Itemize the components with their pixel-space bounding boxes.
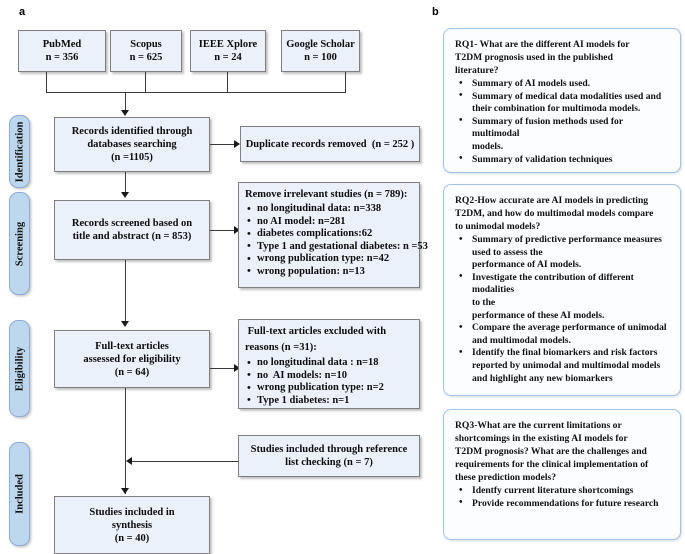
arrow-to-synthesis — [121, 488, 129, 494]
connector-fulltext-synthesis — [125, 388, 126, 494]
rq1-list: Summary of AI models used. Summary of me… — [455, 78, 670, 166]
list-item: Summary of AI models used. — [455, 78, 670, 91]
synthesis-line2: synthesis — [111, 519, 153, 531]
source-name: Scopus — [130, 39, 162, 50]
source-name: Google Scholar — [286, 39, 355, 50]
connector-identified-screened — [125, 172, 126, 195]
records-screened-line1: Records screened based on — [71, 218, 193, 229]
records-identified-line2: databases searching — [87, 139, 177, 150]
fulltext-count: (n = 64) — [114, 366, 150, 378]
research-question-box-rq3[interactable]: RQ3-What are the current limitations or … — [443, 409, 681, 540]
list-item: Summary of medical data modalities used … — [455, 90, 670, 116]
excluded-header-line2: reasons (n =31): — [245, 342, 317, 353]
rq2-question: RQ2-How accurate are AI models in predic… — [455, 195, 654, 232]
stage-label: Eligibility — [14, 346, 25, 391]
box-irrelevant-excluded[interactable]: Remove irrelevant studies (n = 789): no … — [238, 182, 428, 288]
source-count: n = 625 — [129, 52, 163, 63]
source-box-google-scholar[interactable]: Google Scholar n = 100 — [281, 30, 360, 72]
rq2-list: Summary of predictive performance measur… — [455, 234, 670, 385]
research-question-box-rq1[interactable]: RQ1- What are the different AI models fo… — [443, 28, 681, 173]
arrow-to-duplicates — [234, 140, 240, 148]
connector-fulltext-excluded — [210, 368, 236, 369]
stage-pill-included: Included — [9, 442, 30, 546]
list-item: Compare the average performance of unimo… — [455, 322, 670, 347]
excluded-list: no longitudinal data : n=18 no AI models… — [245, 357, 384, 407]
box-fulltext-assessed[interactable]: Full-text articles assessed for eligibil… — [54, 330, 210, 388]
records-screened-line2: title and abstract (n = 853) — [72, 231, 192, 242]
source-box-pubmed[interactable]: PubMed n = 356 — [18, 30, 106, 72]
connector-bus-down — [125, 92, 126, 112]
connector-sources-bus — [46, 92, 346, 93]
stage-pill-identification: Identification — [9, 115, 30, 188]
list-item: Type 1 and gestational diabetes: n =53 — [247, 240, 428, 254]
panel-b-label: b — [432, 6, 439, 18]
reference-list-line2: list checking (n = 7) — [285, 457, 373, 468]
list-item: Summary of fusion methods used for multi… — [455, 115, 670, 154]
source-count: n = 356 — [45, 52, 79, 63]
synthesis-count: (n = 40) — [114, 532, 150, 544]
stage-pill-screening: Screening — [9, 192, 30, 295]
arrow-to-identified — [121, 110, 129, 116]
connector-identified-duplicates — [210, 144, 236, 145]
arrow-to-screened — [121, 192, 129, 198]
connector-reference-to-trunk — [132, 461, 238, 462]
reference-list-line1: Studies included through reference — [250, 444, 408, 455]
list-item: diabetes complications:62 — [247, 228, 428, 241]
rq1-question: RQ1- What are the different AI models fo… — [455, 39, 630, 76]
box-duplicates-removed[interactable]: Duplicate records removed (n = 252 ) — [240, 126, 420, 162]
stage-label: Screening — [14, 221, 25, 266]
fulltext-line2: assessed for eligibility — [83, 353, 181, 365]
source-name: IEEE Xplore — [198, 39, 258, 50]
arrow-to-fulltext — [121, 321, 129, 327]
records-identified-line1: Records identified through — [71, 126, 193, 137]
list-item: no longitudinal data : n=18 — [247, 357, 384, 370]
connector-scopus-drop — [145, 72, 146, 92]
excluded-header-line1: Full-text articles excluded with — [245, 326, 387, 337]
fulltext-line1: Full-text articles — [95, 340, 169, 352]
list-item: wrong publication type: n=42 — [247, 253, 428, 266]
connector-screened-irrelevant — [210, 230, 236, 231]
box-reference-list-studies[interactable]: Studies included through reference list … — [238, 435, 420, 477]
list-item: Investigate the contribution of differen… — [455, 271, 670, 322]
connector-pubmed-drop — [46, 72, 47, 92]
list-item: no AI model: n=281 — [247, 215, 428, 229]
connector-ieee-drop — [227, 72, 228, 92]
panel-a-label: a — [19, 6, 26, 18]
arrow-to-excluded — [234, 364, 240, 372]
list-item: Identify the final biomarkers and risk f… — [455, 347, 670, 385]
source-count: n = 24 — [214, 52, 242, 63]
arrow-to-trunk — [126, 457, 132, 465]
stage-label: Included — [14, 474, 25, 514]
stage-label: Identification — [14, 121, 25, 182]
arrow-to-irrelevant — [234, 226, 240, 234]
stage-pill-eligibility: Eligibility — [9, 320, 30, 417]
source-count: n = 100 — [304, 52, 337, 63]
list-item: no longitudinal data: n=338 — [247, 203, 428, 216]
duplicates-text: Duplicate records removed (n = 252 ) — [245, 138, 415, 150]
list-item: Identfy current literature shortcomings — [455, 485, 670, 498]
research-question-box-rq2[interactable]: RQ2-How accurate are AI models in predic… — [443, 184, 681, 396]
box-fulltext-excluded[interactable]: Full-text articles excluded with reasons… — [238, 319, 420, 409]
source-box-scopus[interactable]: Scopus n = 625 — [110, 30, 182, 72]
box-studies-in-synthesis[interactable]: Studies included in synthesis (n = 40) — [54, 496, 210, 554]
connector-scholar-drop — [345, 72, 346, 92]
list-item: Type 1 diabetes: n=1 — [247, 394, 384, 408]
rq3-question: RQ3-What are the current limitations or … — [455, 420, 649, 483]
list-item: wrong population: n=13 — [247, 265, 428, 279]
source-box-ieee-xplore[interactable]: IEEE Xplore n = 24 — [190, 30, 266, 72]
connector-screened-fulltext — [125, 260, 126, 324]
box-records-screened[interactable]: Records screened based on title and abst… — [54, 200, 210, 260]
list-item: Summary of validation techniques — [455, 153, 670, 167]
synthesis-line1: Studies included in — [89, 506, 175, 518]
irrelevant-header: Remove irrelevant studies (n = 789): — [245, 189, 408, 200]
list-item: Provide recommendations for future resea… — [455, 497, 670, 511]
records-identified-count: (n =1105) — [111, 152, 153, 163]
irrelevant-list: no longitudinal data: n=338 no AI model:… — [245, 203, 428, 279]
list-item: Summary of predictive performance measur… — [455, 234, 670, 272]
rq3-list: Identfy current literature shortcomings … — [455, 485, 670, 510]
source-name: PubMed — [42, 39, 82, 50]
list-item: no AI models: n=10 — [247, 369, 384, 383]
list-item: wrong publication type: n=2 — [247, 382, 384, 395]
box-records-identified[interactable]: Records identified through databases sea… — [54, 117, 210, 172]
